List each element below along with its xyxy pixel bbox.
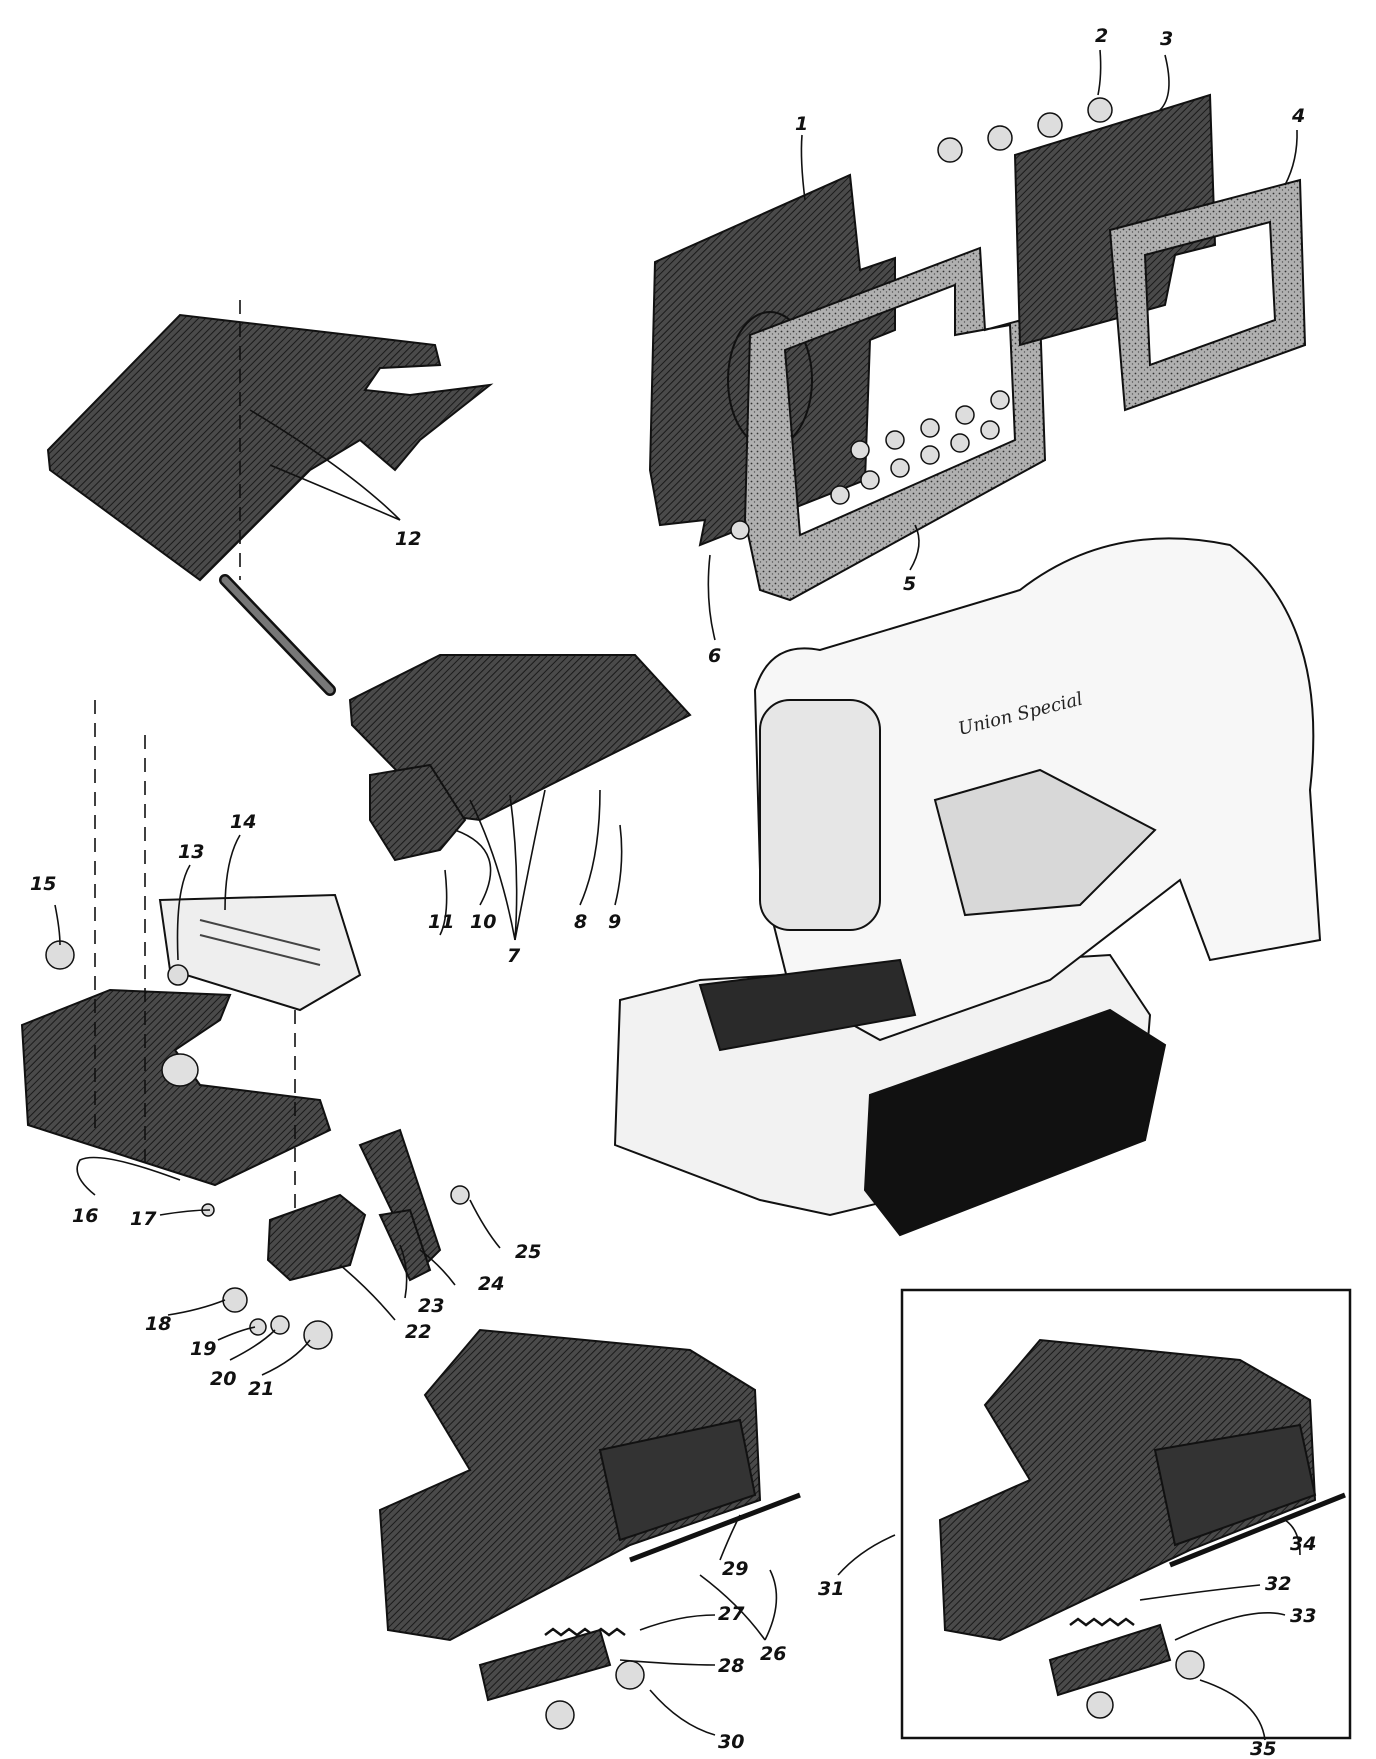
callout-7: 7 bbox=[507, 945, 521, 967]
callout-35: 35 bbox=[1250, 1738, 1276, 1759]
callout-24: 24 bbox=[478, 1273, 504, 1295]
callout-13: 13 bbox=[178, 841, 204, 863]
callout-16: 16 bbox=[72, 1205, 98, 1227]
guide-assembly-26 bbox=[378, 1328, 762, 1642]
callout-3: 3 bbox=[1160, 28, 1173, 50]
callout-34: 34 bbox=[1290, 1533, 1316, 1555]
leader-lines bbox=[54, 49, 1301, 1741]
callout-23: 23 bbox=[418, 1295, 444, 1317]
callout-9: 9 bbox=[608, 911, 621, 933]
callout-2: 2 bbox=[1095, 25, 1108, 47]
gasket-frame-4 bbox=[1108, 178, 1307, 412]
throat-plate-10 bbox=[369, 763, 467, 862]
guide-lines bbox=[94, 300, 296, 1230]
inset-box-31 bbox=[900, 1288, 1352, 1740]
spring-27-pin-29 bbox=[478, 1492, 801, 1730]
cover-screws-row bbox=[730, 97, 1113, 540]
callout-labels: 1 2 3 4 5 6 7 8 9 10 11 12 13 14 15 16 1… bbox=[30, 25, 1316, 1759]
callout-6: 6 bbox=[708, 645, 721, 667]
knife-23-24 bbox=[358, 1128, 442, 1282]
callout-15: 15 bbox=[30, 873, 56, 895]
callout-22: 22 bbox=[405, 1321, 431, 1343]
needle-plate-14 bbox=[158, 893, 362, 1012]
callout-29: 29 bbox=[722, 1558, 748, 1580]
callout-27: 27 bbox=[718, 1603, 745, 1625]
callout-8: 8 bbox=[574, 911, 587, 933]
top-work-plate bbox=[46, 313, 494, 582]
support-rod bbox=[219, 574, 336, 696]
base-plate-16 bbox=[20, 988, 332, 1187]
sewing-machine-body: Union Special bbox=[613, 537, 1322, 1237]
callout-5: 5 bbox=[903, 573, 916, 595]
callout-20: 20 bbox=[210, 1368, 236, 1390]
callout-26: 26 bbox=[760, 1643, 786, 1665]
cover-plate-right-3 bbox=[1013, 93, 1217, 347]
callout-14: 14 bbox=[230, 811, 256, 833]
callout-12: 12 bbox=[395, 528, 421, 550]
callout-18: 18 bbox=[145, 1313, 171, 1335]
callout-30: 30 bbox=[718, 1731, 744, 1753]
callout-33: 33 bbox=[1290, 1605, 1316, 1627]
callout-31: 31 bbox=[818, 1578, 844, 1600]
callout-25: 25 bbox=[515, 1241, 541, 1263]
callout-19: 19 bbox=[190, 1338, 216, 1360]
callout-4: 4 bbox=[1291, 105, 1305, 127]
callout-11: 11 bbox=[428, 911, 454, 933]
small-screws bbox=[45, 940, 470, 1350]
callout-1: 1 bbox=[795, 113, 808, 135]
callout-10: 10 bbox=[470, 911, 496, 933]
gasket-frame-5 bbox=[743, 246, 1047, 602]
knife-holder-22 bbox=[266, 1193, 367, 1282]
callout-32: 32 bbox=[1265, 1573, 1291, 1595]
callout-17: 17 bbox=[130, 1208, 157, 1230]
callout-21: 21 bbox=[248, 1378, 274, 1400]
callout-28: 28 bbox=[718, 1655, 744, 1677]
